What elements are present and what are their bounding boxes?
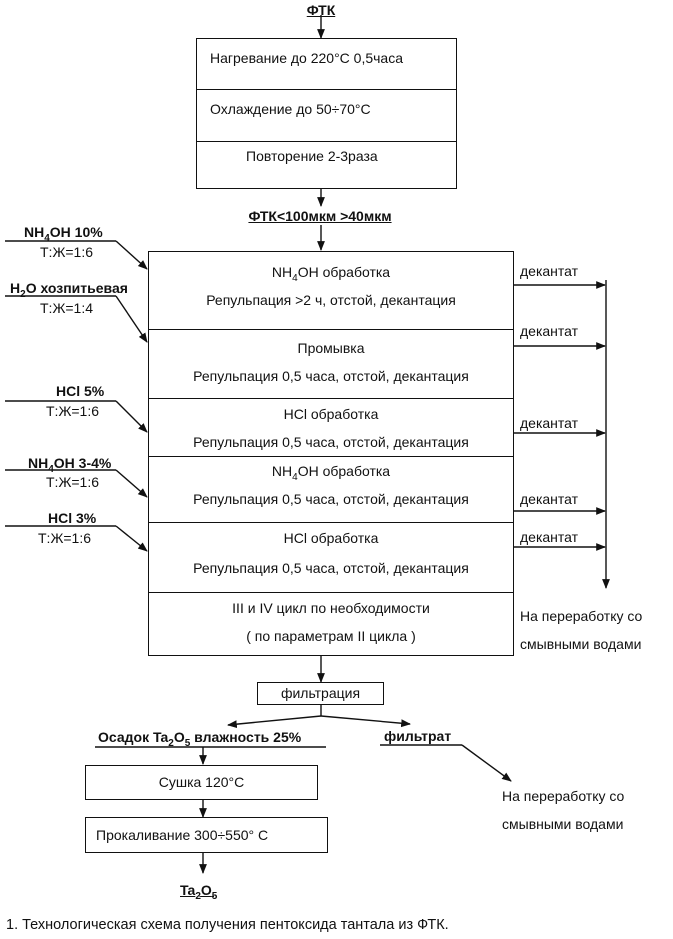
stage-2-detail: Репульпация 0,5 часа, отстой, декантация <box>148 368 514 384</box>
reagent-5-name: HCl 3% <box>48 510 96 526</box>
reagent-arrow-4 <box>116 470 147 497</box>
reagent-arrow-1 <box>116 241 147 269</box>
stage-4-detail: Репульпация 0,5 часа, отстой, декантация <box>148 491 514 507</box>
reagent-1-ratio: Т:Ж=1:6 <box>40 244 93 260</box>
figure-caption: 1. Технологическая схема получения пенто… <box>6 917 449 933</box>
stage-5-detail: Репульпация 0,5 часа, отстой, декантация <box>148 560 514 576</box>
decant-label-3: декантат <box>520 415 578 431</box>
reagent-arrow-5 <box>116 526 147 551</box>
cycle-line-2: ( по параметрам II цикла ) <box>148 628 514 644</box>
stage-2-title: Промывка <box>148 340 514 356</box>
decant-label-1: декантат <box>520 263 578 279</box>
reagent-3-name: HCl 5% <box>56 383 104 399</box>
product-label: Ta2O5 <box>180 882 217 898</box>
heat-step-3: Повторение 2-3раза <box>246 148 378 164</box>
stage-1-title: NH4OH обработка <box>148 264 514 280</box>
filtrate-dest-line-2: смывными водами <box>502 816 623 832</box>
stage-1-detail: Репульпация >2 ч, отстой, декантация <box>148 292 514 308</box>
filtrate-dest-line-1: На переработку со <box>502 788 624 804</box>
decant-label-5: декантат <box>520 529 578 545</box>
stage-5-title: HCl обработка <box>148 530 514 546</box>
filtrate-label: фильтрат <box>384 728 451 744</box>
reagent-4-name: NH4OH 3-4% <box>28 455 111 471</box>
arrow-to-sediment <box>228 716 321 725</box>
top-input-label: ФТК <box>295 2 347 18</box>
decant-dest-line-1: На переработку со <box>520 608 642 624</box>
filtration-label: фильтрация <box>257 685 384 701</box>
cycle-line-1: III и IV цикл по необходимости <box>148 600 514 616</box>
stage-4-title: NH4OH обработка <box>148 463 514 479</box>
reagent-1-name: NH4OH 10% <box>24 224 103 240</box>
reagent-arrow-2 <box>116 296 147 342</box>
reagent-4-ratio: Т:Ж=1:6 <box>46 474 99 490</box>
calcination-label: Прокаливание 300÷550° С <box>96 827 268 843</box>
arrow-to-filtrate <box>321 716 410 724</box>
reagent-2-name: H2O хозпитьевая <box>10 280 128 296</box>
stages-block <box>148 251 514 656</box>
reagent-3-ratio: Т:Ж=1:6 <box>46 403 99 419</box>
reagent-5-ratio: Т:Ж=1:6 <box>38 530 91 546</box>
decant-label-2: декантат <box>520 323 578 339</box>
stage-3-detail: Репульпация 0,5 часа, отстой, декантация <box>148 434 514 450</box>
drying-label: Сушка 120°С <box>85 774 318 790</box>
reagent-2-ratio: Т:Ж=1:4 <box>40 300 93 316</box>
decant-dest-line-2: смывными водами <box>520 636 641 652</box>
heat-step-2: Охлаждение до 50÷70°С <box>210 101 371 117</box>
sediment-label: Осадок Ta2O5 влажность 25% <box>98 729 301 745</box>
reagent-arrow-3 <box>116 401 147 432</box>
heat-step-1: Нагревание до 220°С 0,5часа <box>210 50 403 66</box>
decant-label-4: декантат <box>520 491 578 507</box>
arrow-filtrate-dest <box>462 745 511 781</box>
sieve-label: ФТК<100мкм >40мкм <box>230 208 410 224</box>
stage-3-title: HCl обработка <box>148 406 514 422</box>
